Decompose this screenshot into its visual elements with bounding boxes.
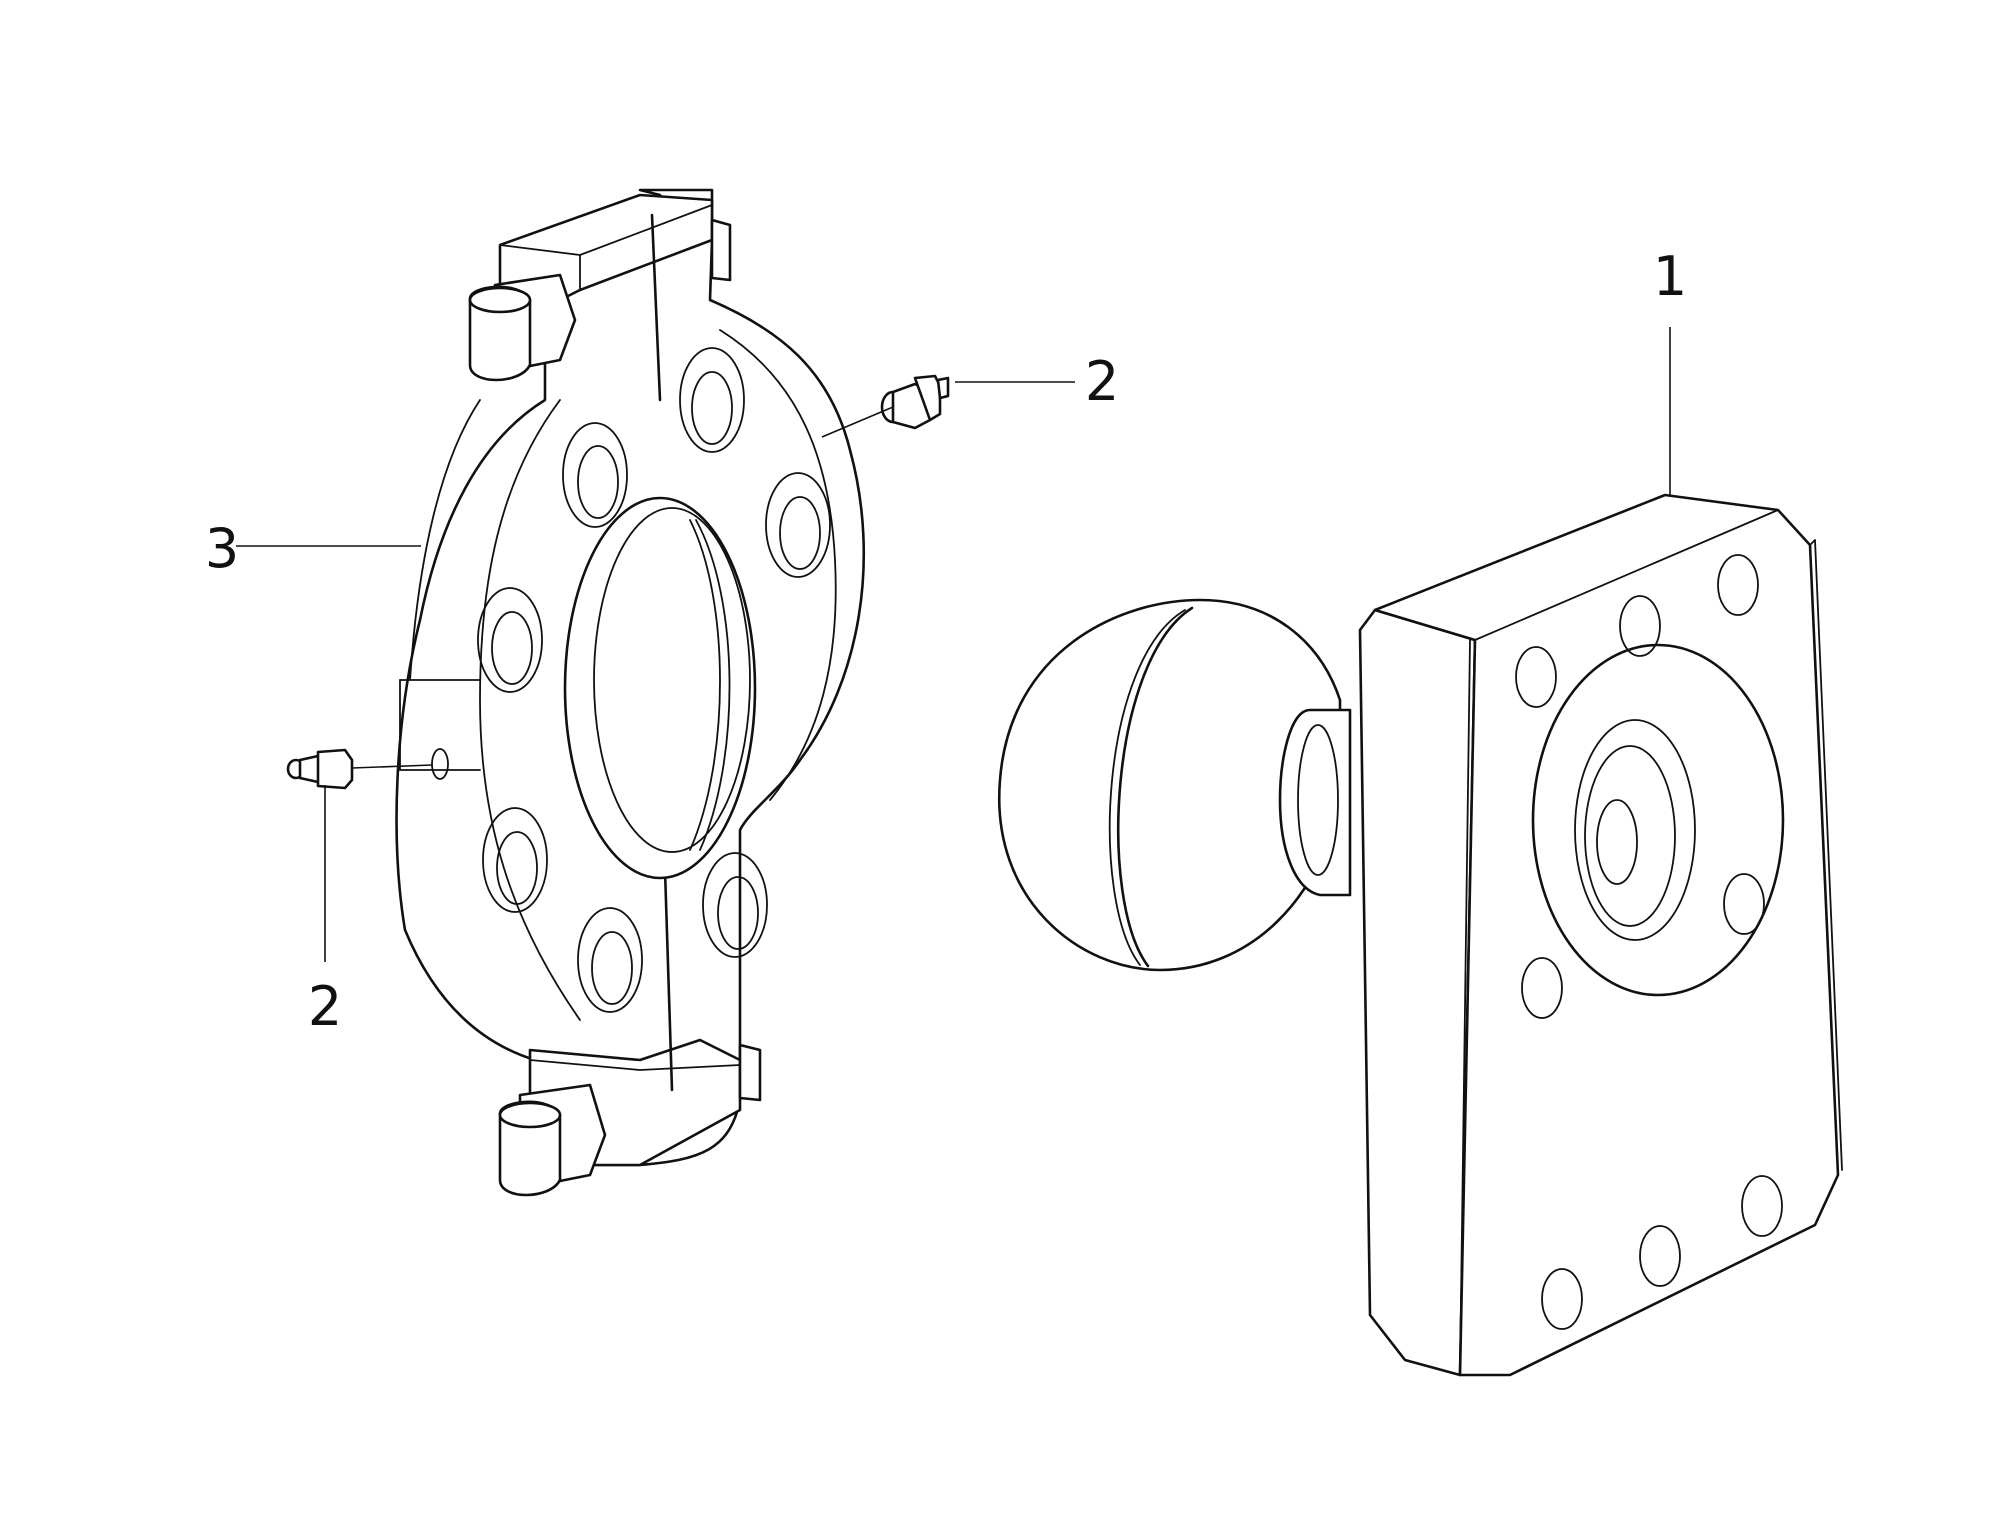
ball-stud-plate <box>997 493 1843 1377</box>
plate-side <box>1358 608 1477 1377</box>
ball <box>997 598 1342 972</box>
top-bolt-nut <box>468 218 732 382</box>
flange-bolt-holes <box>477 347 831 1013</box>
center-bore <box>563 496 757 880</box>
neck <box>1278 708 1352 897</box>
grease-fitting-bottom <box>286 748 354 790</box>
callout-2-top: 2 <box>1085 350 1119 413</box>
plate-bolt-holes <box>1515 554 1783 1330</box>
split-line <box>650 213 674 1092</box>
callout-1: 1 <box>1653 245 1687 308</box>
callout-3: 3 <box>205 517 239 580</box>
plate-boss <box>1531 643 1785 997</box>
bottom-bolt-nut <box>498 1043 762 1197</box>
grease-port <box>431 748 449 780</box>
split-flange-clamp <box>395 188 866 1197</box>
leader-lines <box>236 327 1671 962</box>
flange-face <box>479 329 837 1021</box>
callout-2-bottom: 2 <box>308 975 342 1038</box>
grease-fitting-top <box>880 374 950 430</box>
